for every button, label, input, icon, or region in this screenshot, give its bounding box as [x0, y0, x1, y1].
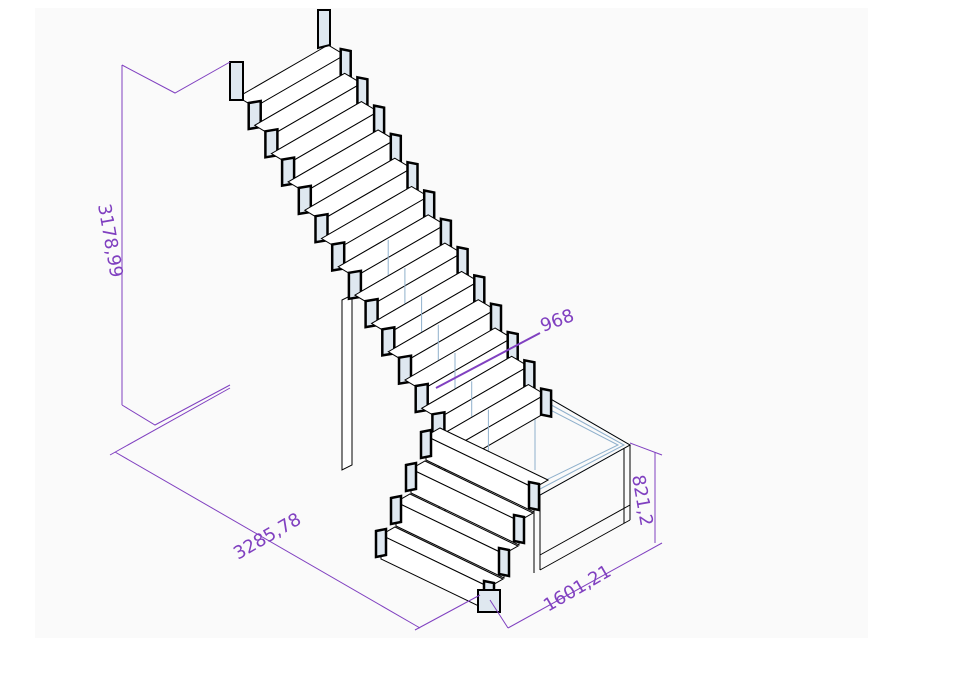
top-plate-right — [317, 9, 331, 50]
support-post — [341, 294, 353, 471]
right-stringer-bracket — [389, 132, 403, 164]
landing-rail — [539, 519, 631, 571]
height-ext-bottom — [121, 384, 231, 426]
lower-width-dim-line — [507, 542, 663, 629]
lower-width-ext — [489, 599, 509, 629]
right-stringer-bracket — [456, 245, 469, 277]
right-stringer-bracket — [406, 160, 419, 192]
landing-height-dim-label: 821,2 — [627, 473, 657, 527]
length-dim-line — [114, 451, 421, 629]
lower-right-bracket — [512, 513, 526, 545]
bottom-plate — [477, 589, 501, 613]
stair-width-dim-line — [435, 332, 541, 389]
length-dim-label: 3285,78 — [230, 509, 305, 564]
lower-left-bracket — [404, 461, 418, 493]
length-ext-left — [109, 387, 231, 456]
right-stringer-bracket — [539, 387, 553, 419]
right-stringer-bracket — [422, 188, 436, 221]
length-ext-right — [414, 594, 481, 631]
stair-width-dim-label: 968 — [538, 305, 577, 336]
right-stringer-bracket — [523, 358, 536, 390]
top-plate-left — [229, 61, 244, 101]
right-stringer-bracket — [439, 217, 453, 249]
right-stringer-bracket — [356, 75, 369, 107]
right-stringer-bracket — [339, 47, 352, 79]
landing-ext-top — [629, 442, 663, 456]
right-stringer-bracket — [473, 273, 486, 305]
right-stringer-bracket — [372, 104, 386, 136]
lower-right-bracket — [527, 480, 541, 512]
lower-left-bracket — [419, 428, 433, 460]
staircase-model — [229, 9, 632, 613]
lower-left-bracket — [374, 527, 388, 559]
landing-rail — [539, 504, 631, 556]
lower-width-dim-label: 1601,21 — [540, 561, 615, 616]
height-ext-top — [121, 61, 231, 94]
right-stringer-bracket — [489, 302, 503, 334]
lower-right-bracket — [497, 546, 511, 578]
lower-left-bracket — [389, 494, 403, 526]
